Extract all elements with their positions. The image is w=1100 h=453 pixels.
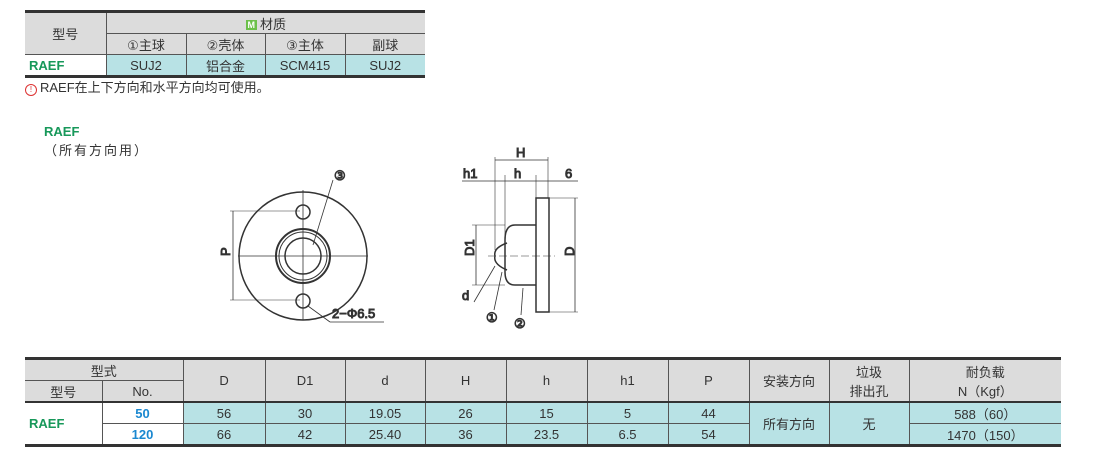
warning-icon: ! (25, 84, 37, 96)
label-D1: D1 (462, 239, 477, 256)
material-cell: 铝合金 (185, 54, 266, 77)
value-cell: 15 (505, 401, 588, 424)
col-D1: D1 (264, 358, 346, 403)
value-cell: 6.5 (586, 423, 669, 446)
value-cell: 26 (424, 401, 507, 424)
load-cell: 1470（150） (908, 423, 1062, 446)
label-h1: h1 (463, 166, 477, 181)
value-cell: 25.40 (344, 423, 426, 446)
label-2: ② (514, 316, 526, 331)
col-P: P (667, 358, 750, 403)
material-cell: SUJ2 (344, 54, 426, 77)
col-main-ball: ①主球 (105, 33, 187, 55)
value-cell: 54 (667, 423, 750, 446)
drain-cell: 无 (828, 401, 910, 446)
col-h: h (505, 358, 588, 403)
material-cell: SUJ2 (105, 54, 187, 77)
value-cell: 19.05 (344, 401, 426, 424)
col-mount: 安装方向 (748, 358, 830, 403)
col-body: ③主体 (264, 33, 346, 55)
label-P: P (218, 247, 233, 256)
side-view (462, 157, 578, 316)
value-cell: 42 (264, 423, 346, 446)
material-badge: M (245, 20, 257, 31)
mount-cell: 所有方向 (748, 401, 830, 446)
label-d: d (462, 288, 469, 303)
no-cell: 50 (101, 401, 184, 424)
label-h: h (514, 166, 521, 181)
col-sub-ball: 副球 (344, 33, 426, 55)
col-D: D (182, 358, 266, 403)
label-3: ③ (334, 168, 346, 183)
label-hole: 2−Φ6.5 (332, 306, 375, 321)
model-cell: RAEF (25, 54, 107, 77)
table-row: RAEF 50 56 30 19.05 26 15 5 44 所有方向 无 58… (25, 401, 1062, 446)
value-cell: 30 (264, 401, 346, 424)
value-cell: 56 (182, 401, 266, 424)
value-cell: 44 (667, 401, 750, 424)
no-cell: 120 (101, 423, 184, 446)
drawing-title: RAEF (44, 124, 80, 139)
usage-note: !RAEF在上下方向和水平方向均可使用。 (25, 77, 270, 96)
label-D: D (562, 247, 577, 256)
label-6: 6 (565, 166, 572, 181)
value-cell: 66 (182, 423, 266, 446)
label-1: ① (486, 310, 498, 325)
material-cell: SCM415 (264, 54, 346, 77)
col-h1: h1 (586, 358, 669, 403)
col-drain: 垃圾排出孔 (828, 358, 910, 403)
value-cell: 5 (586, 401, 669, 424)
front-view (230, 179, 384, 323)
model-header: 型号 (25, 11, 107, 55)
type-header: 型式 (25, 358, 184, 381)
model-cell: RAEF (25, 401, 103, 446)
drawing-subtitle: （所有方向用） (44, 143, 150, 158)
load-cell: 588（60） (908, 401, 1062, 424)
col-d: d (344, 358, 426, 403)
label-H: H (516, 145, 525, 160)
col-H: H (424, 358, 507, 403)
model-header: 型号 (25, 380, 103, 403)
table-row: 120 66 42 25.40 36 23.5 6.5 54 1470（150） (25, 423, 1062, 446)
value-cell: 23.5 (505, 423, 588, 446)
no-header: No. (101, 380, 184, 403)
value-cell: 36 (424, 423, 507, 446)
